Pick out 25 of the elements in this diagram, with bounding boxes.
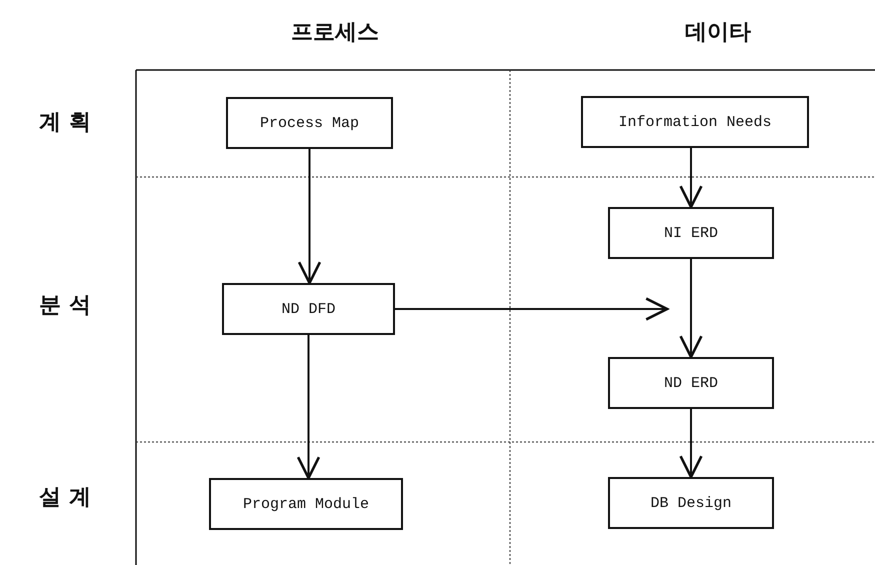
row-header: 계 획 [39, 109, 91, 137]
box-label: ND DFD [281, 300, 336, 318]
row-header: 설 계 [39, 484, 91, 512]
column-header: 프로세스 [291, 19, 379, 47]
arrow [679, 259, 703, 358]
arrow [679, 409, 703, 478]
process-box [222, 283, 395, 335]
process-box [226, 97, 393, 149]
process-box [608, 477, 774, 529]
process-box [581, 96, 809, 148]
process-box [608, 207, 774, 259]
box-label: NI ERD [664, 224, 718, 242]
box-label: Information Needs [618, 114, 772, 130]
process-box [608, 357, 774, 409]
box-label: Process Map [260, 114, 360, 132]
arrow [298, 149, 322, 284]
box-label: DB Design [650, 494, 732, 512]
arrow [296, 335, 320, 480]
box-label: Program Module [242, 496, 370, 512]
row-header: 분 석 [39, 292, 91, 320]
process-box [209, 478, 403, 530]
arrow [395, 297, 668, 321]
box-label: ND ERD [664, 374, 718, 392]
column-header: 데이타 [685, 19, 751, 47]
arrow [679, 148, 703, 208]
